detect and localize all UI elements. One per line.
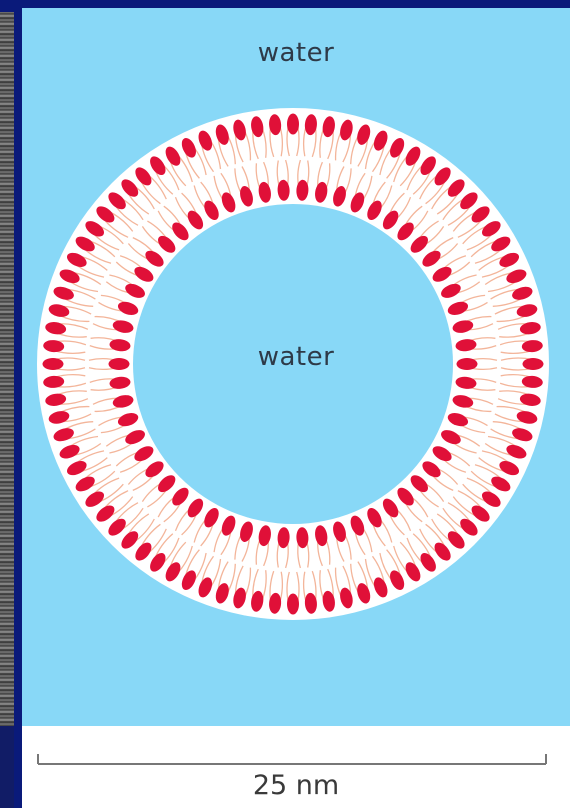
scale-bar-label: 25 nm bbox=[22, 770, 570, 801]
vesicle-diagram-panel: water water 25 nm bbox=[22, 8, 570, 808]
outer-water-label: water bbox=[22, 38, 570, 68]
scale-bar bbox=[22, 726, 570, 776]
outer-leaflet-lipid-head bbox=[287, 114, 299, 135]
micrograph-strip-bottom bbox=[0, 726, 14, 808]
outer-leaflet-lipid-head bbox=[287, 594, 299, 615]
micrograph-strip bbox=[0, 12, 14, 726]
inner-water-label: water bbox=[22, 342, 570, 372]
